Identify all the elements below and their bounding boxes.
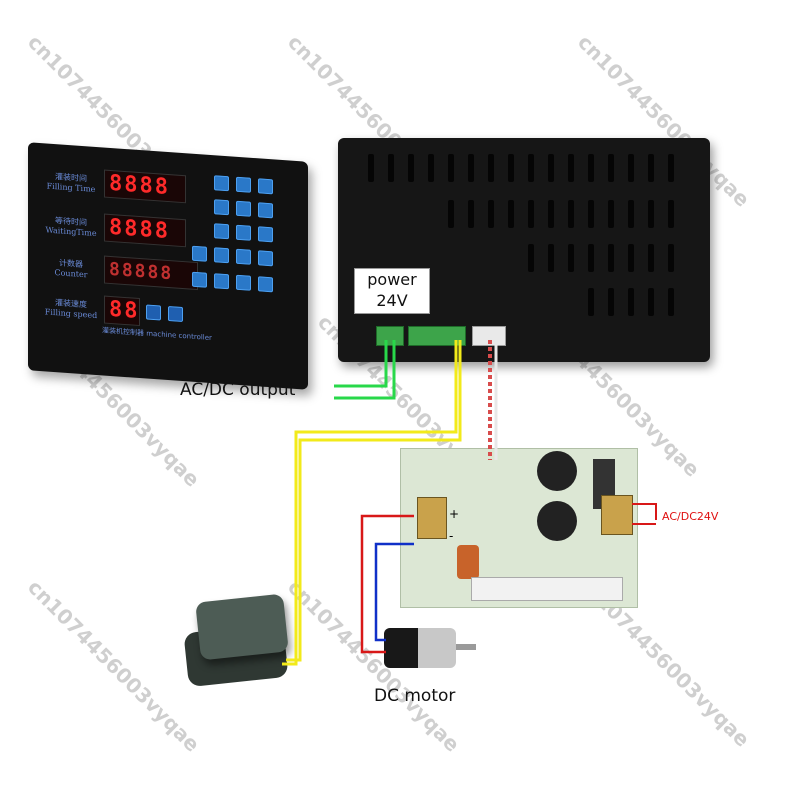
capacitor-film: [457, 545, 479, 579]
motor-wire-negative: [374, 542, 414, 642]
motor-driver-pcb: + -: [400, 448, 638, 608]
dc-motor: [384, 628, 476, 668]
ac-dc-output-label: AC/DC output: [180, 380, 296, 400]
motor-terminal: [417, 497, 447, 539]
supply-wire: [632, 503, 657, 520]
dc-motor-label: DC motor: [374, 686, 456, 706]
capacitor: [537, 451, 577, 491]
input-terminal-block: [408, 326, 466, 346]
output-wire: [334, 340, 388, 388]
pedal-wire: [282, 340, 458, 666]
plus-mark: +: [449, 507, 460, 521]
output-wire: [334, 340, 396, 400]
motor-wire-positive: [360, 514, 414, 654]
power-label: power 24V: [354, 268, 430, 314]
ac-dc-24v-label: AC/DC24V: [662, 510, 719, 523]
minus-mark: -: [449, 529, 454, 543]
power-supply-case: [338, 138, 710, 362]
header-pins: [471, 577, 623, 601]
capacitor: [537, 501, 577, 541]
output-terminal-block: [376, 326, 404, 346]
pedal-wire: [286, 340, 462, 662]
power-terminal: [601, 495, 633, 535]
